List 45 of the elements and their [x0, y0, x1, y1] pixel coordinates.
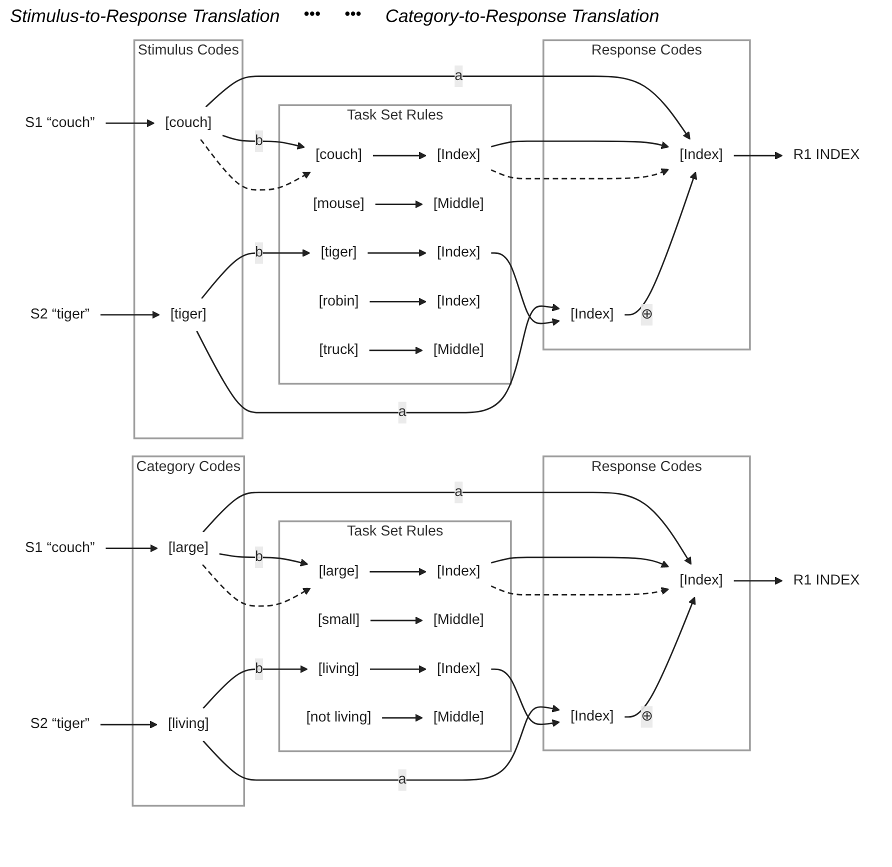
code-label: [Middle] [422, 604, 494, 637]
arrow [204, 76, 690, 140]
arrow [200, 249, 310, 300]
arrow [367, 249, 426, 257]
arrow [202, 704, 560, 781]
ellipsis-mark: ••• [304, 6, 321, 25]
arrow [369, 568, 426, 576]
panel-heading: Stimulus-to-Response Translation [10, 6, 280, 27]
arrow [196, 304, 560, 414]
arrow [382, 714, 422, 722]
code-label: [Middle] [422, 334, 494, 367]
arrow [370, 616, 422, 624]
arrow [372, 152, 426, 160]
arrow [368, 346, 422, 354]
arrow [100, 720, 158, 729]
code-label: [Middle] [422, 188, 494, 221]
arrow [490, 252, 560, 326]
arrow [374, 200, 422, 208]
arrow [202, 492, 692, 565]
arrow [490, 556, 669, 568]
arrow [624, 172, 697, 316]
arrow [370, 665, 426, 674]
panel-heading: Category-to-Response Translation [385, 6, 660, 27]
code-label: [Index] [426, 285, 491, 318]
arrow [200, 138, 310, 191]
code-label: [Middle] [422, 702, 494, 734]
arrow [202, 665, 308, 709]
code-label: [Index] [668, 139, 734, 172]
arrow [222, 134, 305, 150]
arrow [202, 564, 310, 607]
code-label: [Index] [668, 564, 734, 598]
arrow [733, 576, 782, 585]
arrow [733, 152, 782, 160]
code-label: [couch] [154, 106, 222, 140]
arrow [105, 119, 154, 128]
arrow [490, 668, 560, 728]
arrow [105, 544, 158, 552]
arrow [218, 553, 308, 566]
arrow [100, 310, 160, 319]
ellipsis-mark: ••• [344, 6, 362, 25]
arrow [624, 596, 696, 718]
arrow [490, 585, 669, 596]
arrow [490, 168, 669, 180]
arrow [369, 298, 426, 306]
arrow [490, 140, 669, 150]
